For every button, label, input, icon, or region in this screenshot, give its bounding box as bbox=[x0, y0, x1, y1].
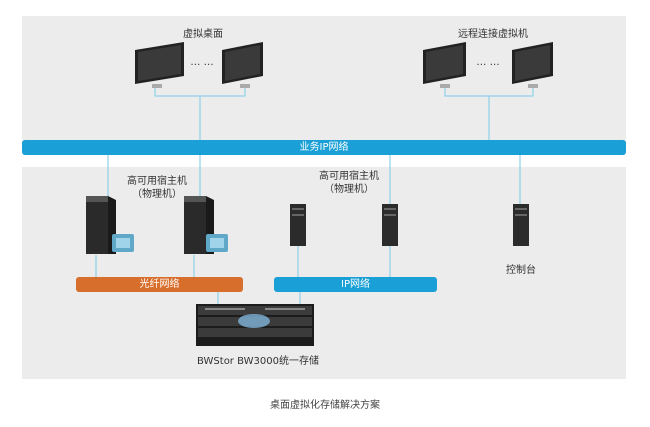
ellipsis-left: … … bbox=[190, 57, 214, 68]
monitor-icon-4 bbox=[512, 42, 553, 88]
monitor-icon-2 bbox=[222, 42, 263, 88]
business-ip-network-bar: 业务IP网络 bbox=[22, 140, 626, 155]
figure-caption: 桌面虚拟化存储解决方案 bbox=[270, 400, 380, 411]
group-label-virtual-desktop: 虚拟桌面 bbox=[183, 29, 223, 40]
console-server-icon bbox=[513, 204, 529, 246]
ellipsis-right: … … bbox=[476, 57, 500, 68]
server-small-icon-1 bbox=[290, 204, 306, 246]
ha-host-label-left: 高可用宿主机 （物理机） bbox=[127, 176, 187, 200]
server-small-icon-2 bbox=[382, 204, 398, 246]
console-label: 控制台 bbox=[506, 265, 536, 276]
monitor-links bbox=[95, 84, 534, 306]
storage-label: BWStor BW3000统一存储 bbox=[197, 356, 319, 367]
server-zone-panel bbox=[22, 167, 626, 379]
fiber-network-bar: 光纤网络 bbox=[76, 277, 243, 292]
storage-array-icon bbox=[196, 304, 314, 346]
server-tower-icon-2 bbox=[184, 196, 228, 254]
group-label-remote-vm: 远程连接虚拟机 bbox=[458, 29, 528, 40]
ip-network-bar: IP网络 bbox=[274, 277, 437, 292]
monitor-icon-3 bbox=[423, 42, 466, 88]
server-tower-icon-1 bbox=[86, 196, 134, 254]
ha-host-label-right: 高可用宿主机 （物理机） bbox=[319, 171, 379, 195]
monitor-icon-1 bbox=[135, 42, 184, 88]
